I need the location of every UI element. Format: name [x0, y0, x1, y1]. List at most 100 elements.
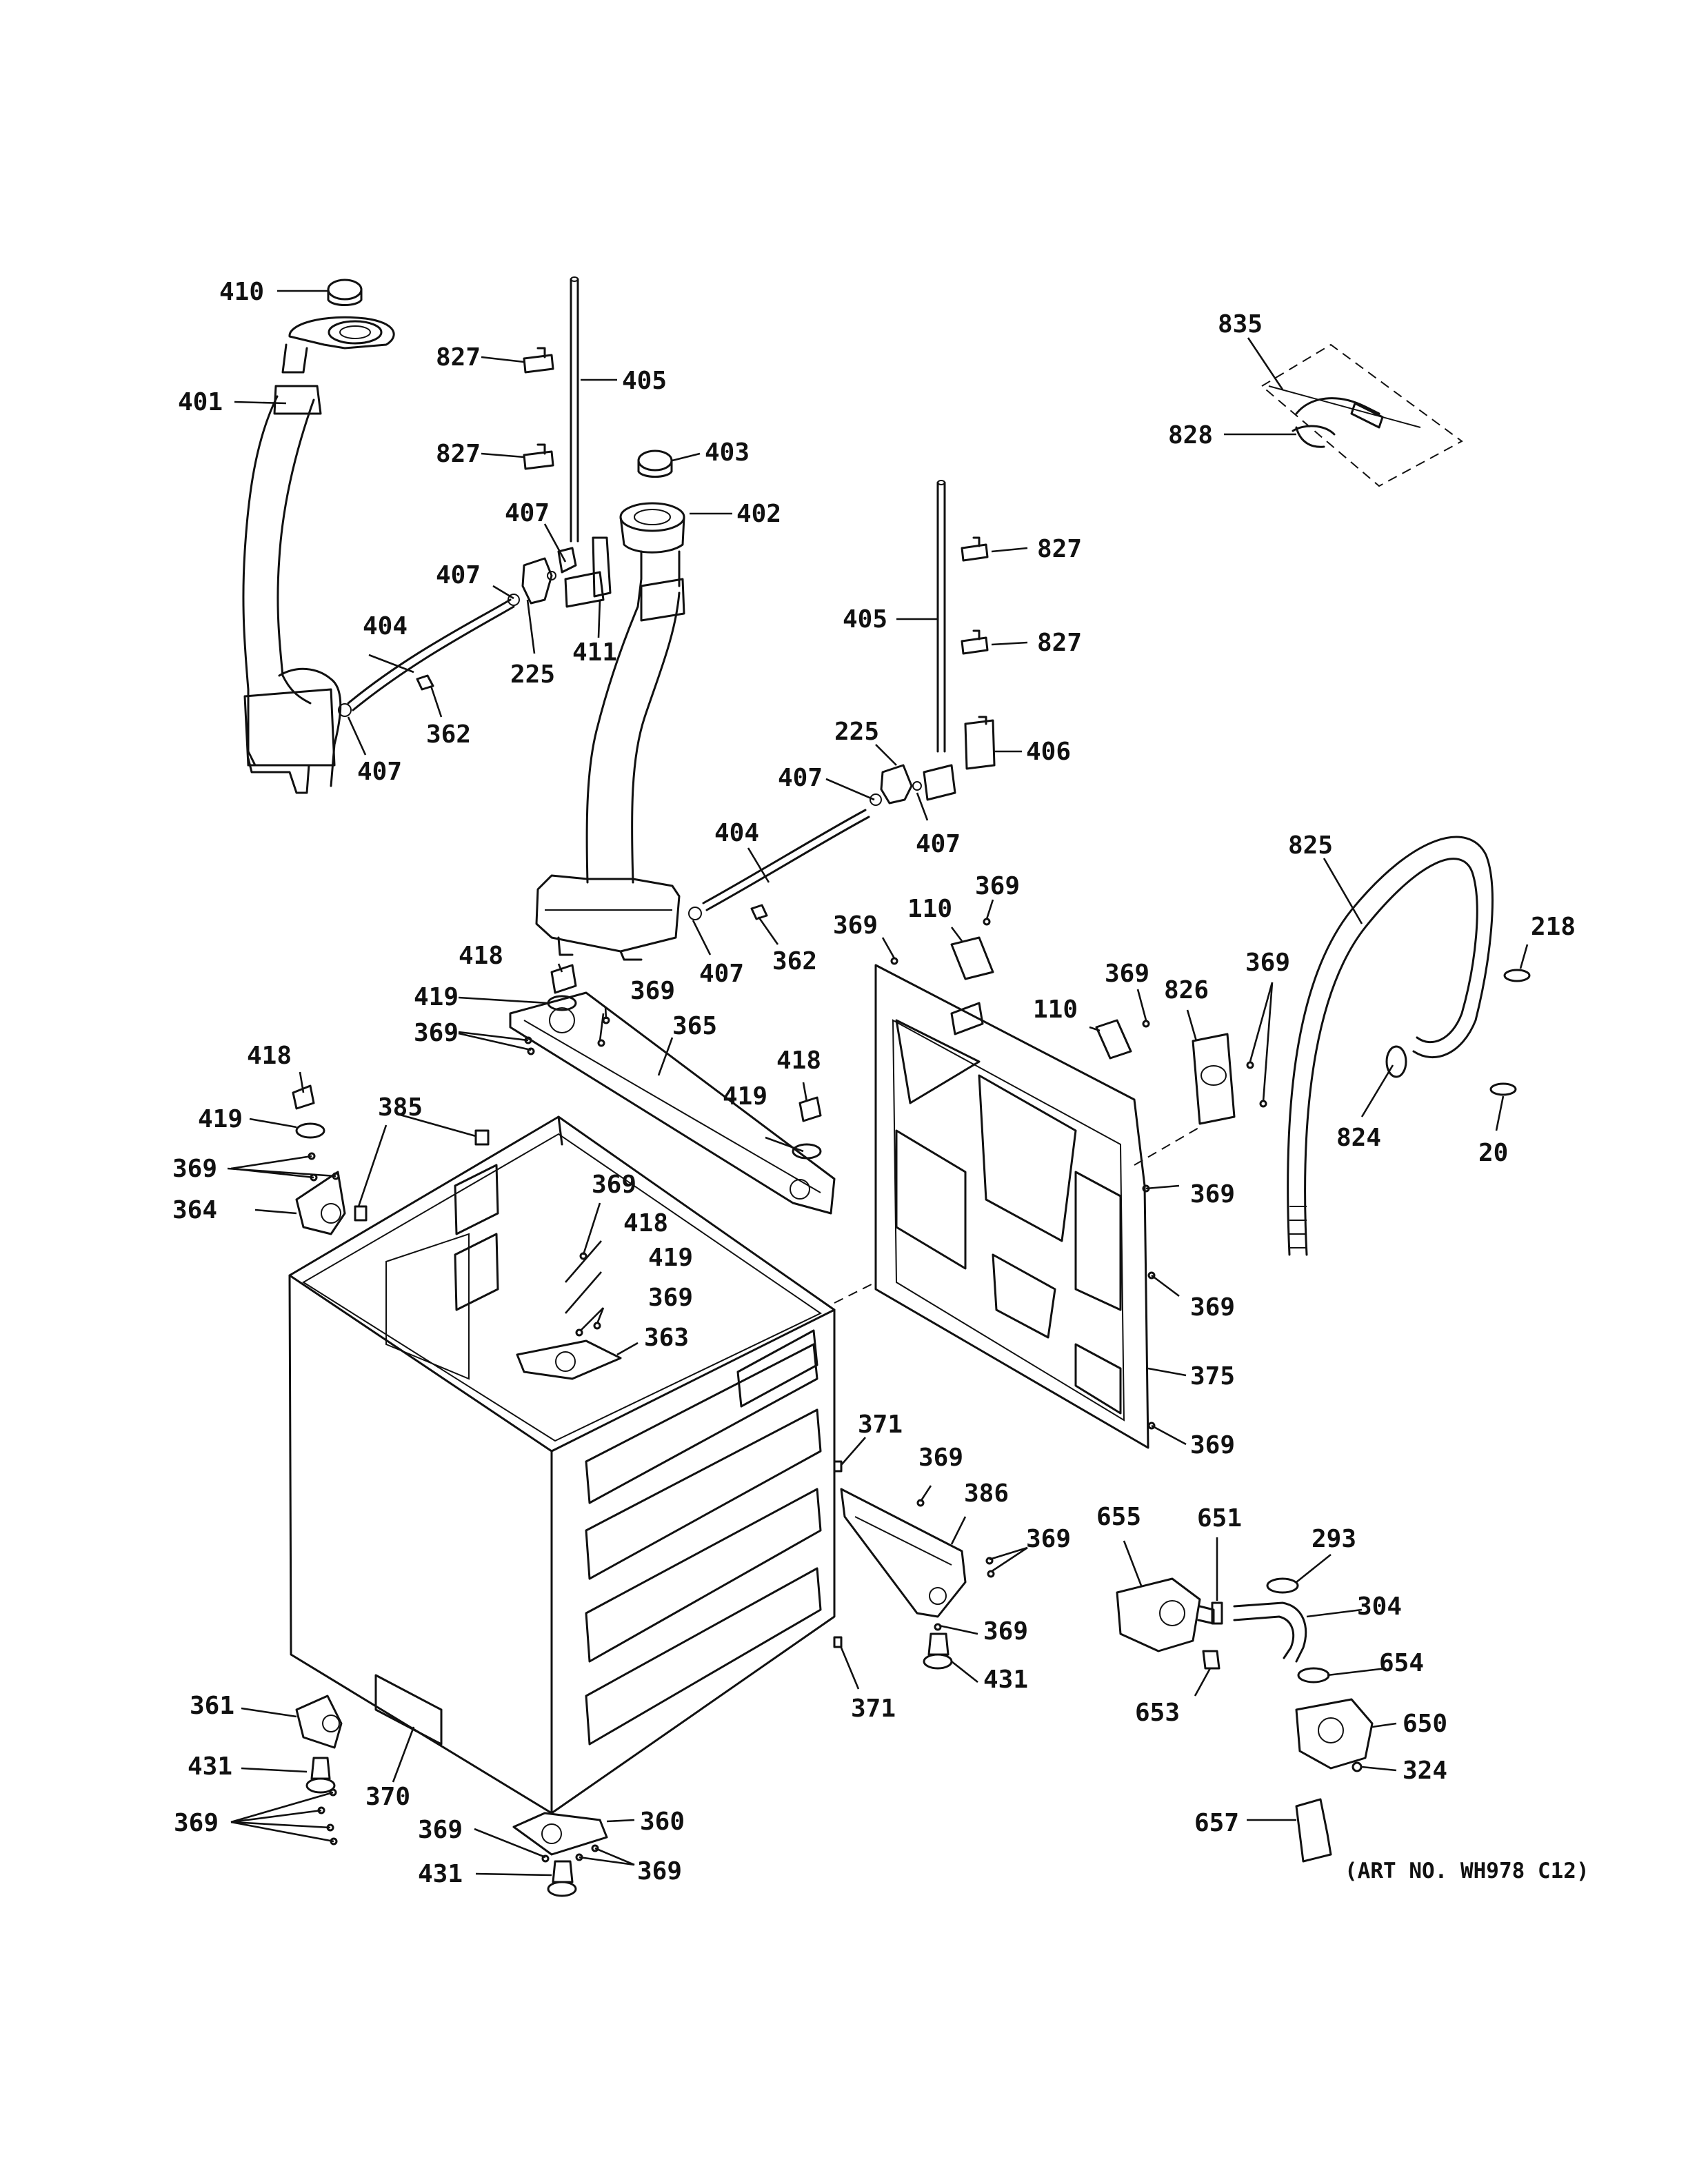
leveling-foot-b — [923, 1632, 953, 1670]
water-valve-left — [508, 536, 612, 608]
back-panel-375 — [874, 964, 1149, 1449]
leveling-foot-c — [547, 1860, 577, 1897]
callout-369: 369 — [592, 1171, 636, 1199]
cover-110-a — [950, 936, 994, 980]
bumper-419-b — [295, 1122, 325, 1139]
fill-funnel-right — [535, 502, 685, 961]
callout-825: 825 — [1288, 831, 1333, 860]
callout-401: 401 — [178, 388, 223, 416]
callout-386: 386 — [964, 1479, 1009, 1508]
callout-371: 371 — [858, 1410, 903, 1439]
callout-655: 655 — [1096, 1503, 1141, 1531]
clip-827-lower-left — [523, 443, 554, 470]
callout-431: 431 — [418, 1860, 463, 1888]
callout-369: 369 — [975, 872, 1020, 900]
pump-motor-650 — [1295, 1698, 1374, 1770]
clamp-293 — [1266, 1577, 1299, 1594]
screw-324 — [1352, 1761, 1363, 1772]
callout-826: 826 — [1164, 976, 1209, 1004]
drain-hose-kit-box — [1260, 343, 1463, 487]
hose-clamp-218 — [1503, 969, 1531, 982]
callout-827: 827 — [1037, 629, 1082, 657]
callout-369: 369 — [1105, 960, 1149, 988]
rail-365 — [509, 991, 836, 1215]
callout-369: 369 — [648, 1284, 693, 1312]
callout-405: 405 — [843, 605, 887, 634]
callout-653: 653 — [1135, 1699, 1180, 1727]
callout-375: 375 — [1190, 1362, 1235, 1391]
leveling-foot-a — [305, 1757, 336, 1794]
callout-370: 370 — [365, 1783, 410, 1811]
bumper-418-c — [798, 1096, 822, 1122]
tube-405-left — [570, 276, 579, 543]
fill-funnel-left — [242, 316, 395, 794]
callout-404: 404 — [363, 612, 408, 640]
callout-419: 419 — [648, 1244, 693, 1272]
callout-411: 411 — [572, 638, 617, 667]
corner-bracket-363 — [516, 1339, 622, 1380]
callout-418: 418 — [776, 1046, 821, 1075]
callout-369: 369 — [1190, 1431, 1235, 1459]
callout-407: 407 — [357, 758, 402, 786]
callout-410: 410 — [219, 278, 264, 306]
callout-827: 827 — [436, 440, 481, 468]
callout-828: 828 — [1168, 421, 1213, 449]
bracket-406 — [964, 716, 996, 770]
art-number: (ART NO. WH978 C12) — [1345, 1859, 1589, 1883]
callout-369: 369 — [983, 1617, 1028, 1646]
callout-835: 835 — [1218, 310, 1263, 338]
callout-405: 405 — [622, 367, 667, 395]
bumper-418-a — [550, 964, 577, 994]
callout-110: 110 — [907, 895, 952, 923]
drain-hose-825 — [1287, 836, 1494, 1256]
callout-369: 369 — [1190, 1293, 1235, 1322]
callout-365: 365 — [672, 1012, 717, 1040]
callout-218: 218 — [1531, 913, 1576, 941]
callout-827: 827 — [1037, 535, 1082, 563]
callout-369: 369 — [1026, 1525, 1071, 1553]
plug-385 — [354, 1129, 490, 1222]
seal-651 — [1211, 1601, 1223, 1625]
callout-407: 407 — [916, 830, 961, 858]
callout-418: 418 — [247, 1042, 292, 1070]
callout-827: 827 — [436, 343, 481, 372]
callout-363: 363 — [644, 1324, 689, 1352]
callout-651: 651 — [1197, 1504, 1242, 1533]
cabinet-370 — [288, 1115, 836, 1814]
tab-371 — [833, 1460, 843, 1648]
callout-419: 419 — [198, 1105, 243, 1133]
callout-225: 225 — [834, 718, 879, 746]
leader-lines — [227, 290, 1529, 1877]
callout-419: 419 — [414, 983, 459, 1011]
bumper-418-b — [292, 1084, 315, 1110]
callout-304: 304 — [1357, 1593, 1402, 1621]
callout-431: 431 — [983, 1666, 1028, 1694]
hose-404-right — [688, 809, 870, 920]
callout-404: 404 — [714, 819, 759, 847]
callout-406: 406 — [1026, 738, 1071, 766]
callout-403: 403 — [705, 438, 750, 467]
callout-419: 419 — [723, 1082, 767, 1111]
callout-407: 407 — [778, 764, 823, 792]
callout-418: 418 — [623, 1209, 668, 1237]
hose-clamp-20 — [1489, 1082, 1517, 1096]
callout-369: 369 — [833, 911, 878, 940]
corner-bracket-361 — [295, 1695, 343, 1749]
tube-405-right — [936, 480, 946, 753]
corner-bracket-360 — [512, 1812, 608, 1856]
bracket-657 — [1295, 1798, 1332, 1863]
callout-361: 361 — [190, 1692, 234, 1720]
callout-369: 369 — [418, 1816, 463, 1844]
callout-657: 657 — [1194, 1809, 1239, 1837]
clip-827-upper-left — [523, 347, 554, 374]
hose-clamp-824 — [1385, 1045, 1407, 1078]
water-valve-right — [870, 764, 956, 806]
callout-369: 369 — [414, 1019, 459, 1047]
callout-369: 369 — [1245, 949, 1290, 977]
callout-650: 650 — [1403, 1710, 1447, 1738]
clip-362-left — [416, 674, 434, 691]
callout-407: 407 — [505, 499, 550, 527]
callout-369: 369 — [1190, 1180, 1235, 1209]
callout-362: 362 — [426, 720, 471, 749]
